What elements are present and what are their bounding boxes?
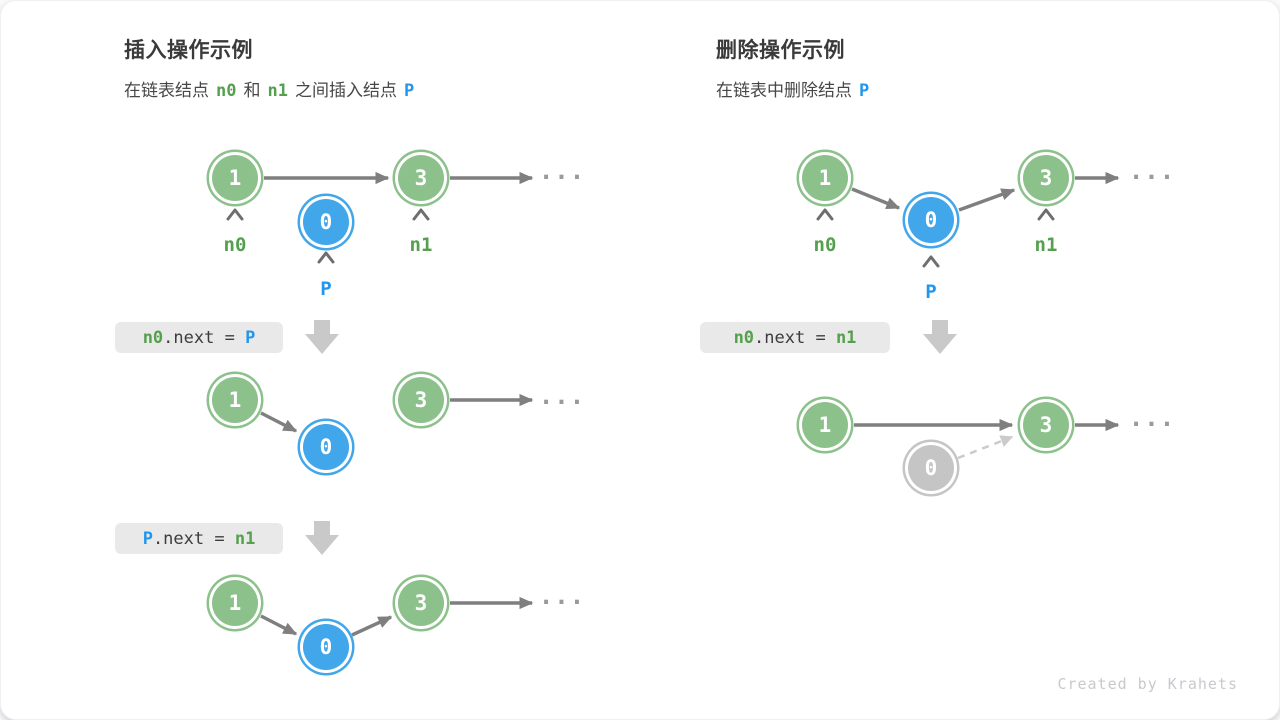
- code-op: .next =: [754, 327, 836, 348]
- subtitle-text: 在链表结点: [124, 81, 209, 101]
- ellipsis-tail: ...: [1128, 157, 1176, 185]
- code-statement: P.next = n1: [115, 523, 283, 554]
- pointer-label-n1: n1: [409, 234, 433, 256]
- arrow-delete-r1-p-to-n3: [958, 188, 1016, 212]
- token-n0: n0: [216, 81, 237, 101]
- node-value: 3: [1039, 166, 1053, 190]
- arrow-insert-r3-p-to-n3: [351, 615, 393, 637]
- credit-text: Created by Krahets: [1057, 675, 1238, 693]
- list-node-n3: 3: [1023, 402, 1069, 448]
- token-p: P: [859, 81, 870, 101]
- node-value: 3: [1039, 413, 1053, 437]
- node-value: 1: [228, 388, 242, 412]
- token-n1: n1: [267, 81, 288, 101]
- node-value: 0: [924, 456, 938, 480]
- list-node-n1: 1: [802, 402, 848, 448]
- down-arrow-icon: [923, 320, 957, 354]
- insert-panel-title: 插入操作示例: [124, 38, 253, 62]
- pointer-label-n0: n0: [813, 234, 837, 256]
- caret-up-icon: [922, 255, 940, 268]
- pointer-label-p: P: [925, 281, 937, 303]
- ellipsis-tail: ...: [538, 582, 586, 610]
- pointer-label-n0: n0: [223, 234, 247, 256]
- node-value: 0: [319, 435, 333, 459]
- ellipsis-tail: ...: [1128, 404, 1176, 432]
- node-value: 3: [414, 166, 428, 190]
- list-node-n1: 1: [212, 580, 258, 626]
- code-var: n1: [835, 327, 857, 348]
- ellipsis-tail: ...: [538, 157, 586, 185]
- list-node-n3: 3: [398, 580, 444, 626]
- pointer-label-n1: n1: [1034, 234, 1058, 256]
- arrow-delete-r1-n1-to-p: [851, 187, 901, 210]
- list-node-p: 0: [303, 199, 349, 245]
- ellipsis-tail: ...: [538, 382, 586, 410]
- code-var: n0: [733, 327, 755, 348]
- subtitle-text: 在链表中删除结点: [716, 81, 852, 101]
- caret-up-icon: [317, 251, 335, 264]
- list-node-n1: 1: [212, 377, 258, 423]
- node-value: 1: [228, 166, 242, 190]
- node-value: 1: [818, 413, 832, 437]
- arrow-insert-r2-n1-to-p: [260, 411, 298, 433]
- list-node-n1: 1: [212, 155, 258, 201]
- list-node-n3: 3: [1023, 155, 1069, 201]
- node-value: 3: [414, 591, 428, 615]
- caret-up-icon: [1037, 208, 1055, 221]
- list-node-n3: 3: [398, 155, 444, 201]
- code-var: P: [245, 327, 256, 348]
- subtitle-text: 之间插入结点: [294, 81, 397, 101]
- pointer-label-p: P: [320, 278, 332, 300]
- node-value: 1: [818, 166, 832, 190]
- code-op: .next =: [152, 528, 235, 549]
- down-arrow-icon: [305, 320, 339, 354]
- code-op: .next =: [163, 327, 246, 348]
- caret-up-icon: [816, 208, 834, 221]
- node-value: 0: [319, 210, 333, 234]
- caret-up-icon: [412, 208, 430, 221]
- insert-panel-subtitle: 在链表结点 n0 和 n1 之间插入结点 P: [124, 76, 421, 101]
- code-var: P: [142, 528, 153, 549]
- node-value: 1: [228, 591, 242, 615]
- token-p: P: [403, 81, 415, 101]
- code-var: n1: [234, 528, 256, 549]
- code-var: n0: [142, 327, 164, 348]
- code-statement: n0.next = P: [115, 322, 283, 353]
- list-node-p-removed: 0: [908, 445, 954, 491]
- delete-panel-subtitle: 在链表中删除结点 P: [716, 76, 876, 101]
- list-node-p: 0: [303, 424, 349, 470]
- node-value: 3: [414, 388, 428, 412]
- list-node-n3: 3: [398, 377, 444, 423]
- subtitle-text: 和: [243, 81, 261, 101]
- list-node-n1: 1: [802, 155, 848, 201]
- code-statement: n0.next = n1: [700, 322, 890, 353]
- arrow-insert-r3-n1-to-p: [260, 614, 298, 636]
- list-node-p: 0: [908, 197, 954, 243]
- list-node-p: 0: [303, 624, 349, 670]
- node-value: 0: [319, 635, 333, 659]
- delete-panel-title: 删除操作示例: [716, 38, 845, 62]
- dashed-arrow-removed-p-to-n3: [957, 435, 1014, 460]
- caret-up-icon: [226, 208, 244, 221]
- down-arrow-icon: [305, 521, 339, 555]
- node-value: 0: [924, 208, 938, 232]
